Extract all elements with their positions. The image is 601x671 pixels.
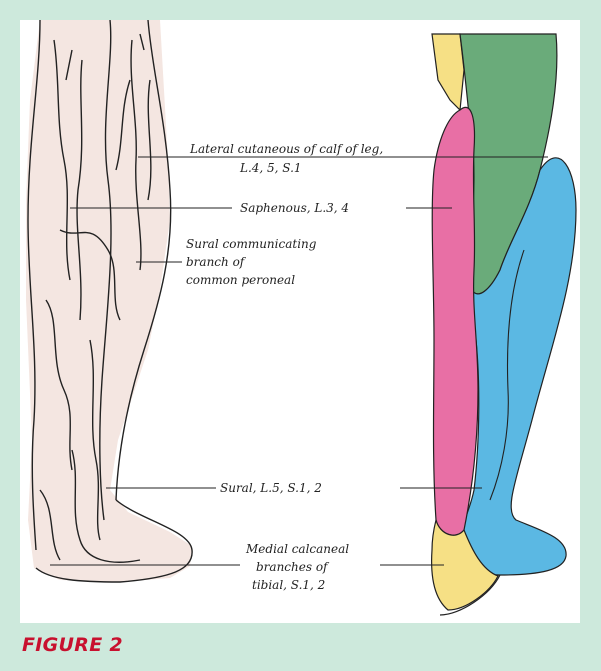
label-sural-comm-line3: common peroneal — [186, 273, 295, 287]
label-lateral-line2: L.4, 5, S.1 — [239, 161, 302, 175]
left-leg-skin — [26, 20, 192, 582]
label-medial-line2: branches of — [256, 560, 330, 574]
label-medial-line3: tibial, S.1, 2 — [252, 578, 325, 592]
label-sural-comm-line2: branch of — [186, 255, 247, 269]
right-leg-regions — [432, 34, 576, 615]
figure-frame: Lateral cutaneous of calf of leg, L.4, 5… — [20, 20, 580, 623]
region-saphenous — [432, 107, 478, 535]
figure-caption: FIGURE 2 — [22, 634, 123, 656]
label-medial-line1: Medial calcaneal — [245, 542, 349, 556]
labels: Lateral cutaneous of calf of leg, L.4, 5… — [186, 142, 383, 592]
left-leg-drawing — [26, 20, 192, 582]
label-sural: Sural, L.5, S.1, 2 — [220, 481, 322, 495]
label-lateral-line1: Lateral cutaneous of calf of leg, — [189, 142, 383, 156]
region-yellow-top — [432, 34, 464, 110]
label-saphenous: Saphenous, L.3, 4 — [240, 201, 349, 215]
leg-dermatome-diagram: Lateral cutaneous of calf of leg, L.4, 5… — [20, 20, 580, 623]
label-sural-comm-line1: Sural communicating — [186, 237, 317, 251]
